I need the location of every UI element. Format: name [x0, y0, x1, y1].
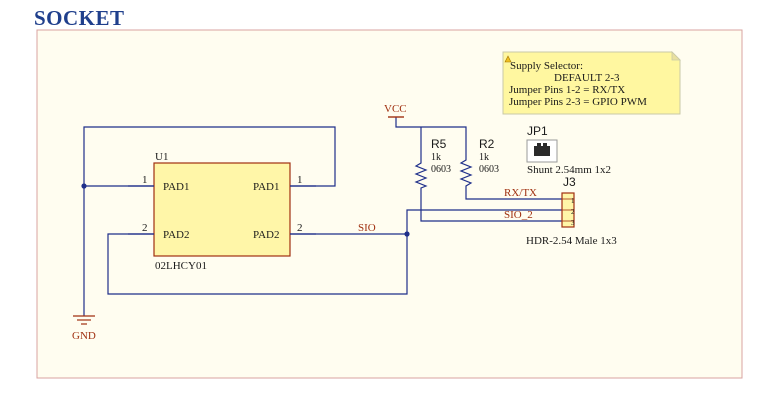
j3-pin-2: 2	[571, 208, 575, 216]
net-label-rxtx: RX/TX	[504, 187, 537, 199]
u1-pin-left-bottom-name: PAD2	[163, 229, 190, 241]
net-label-sio: SIO	[358, 222, 376, 234]
u1-pin-right-top-name: PAD1	[253, 181, 280, 193]
wire-pad1-loop	[83, 126, 336, 187]
u1-designator: U1	[155, 151, 168, 163]
supply-selector-note: Supply Selector: DEFAULT 2-3 Jumper Pins…	[502, 51, 681, 115]
sheet-title: SOCKET	[34, 6, 125, 30]
junction-left	[81, 183, 87, 189]
u1-pin-left-top-name: PAD1	[163, 181, 190, 193]
r5-designator: R5	[431, 137, 447, 151]
jp1-jumper[interactable]: JP1 Shunt 2.54mm 1x2	[526, 124, 611, 176]
u1-pin-left-top-number: 1	[142, 174, 148, 186]
wire-sio-to-j3	[406, 209, 562, 234]
j3-value: HDR-2.54 Male 1x3	[526, 235, 617, 247]
u1-pin-right-bottom-number: 2	[297, 222, 303, 234]
j3-pin-3: 3	[571, 219, 575, 227]
r2-designator: R2	[479, 137, 495, 151]
u1-pin-right-top-number: 1	[297, 174, 303, 186]
warning-icon	[504, 55, 512, 63]
u1-value: 02LHCY01	[155, 260, 207, 272]
note-line-gpio: Jumper Pins 2-3 = GPIO PWM	[509, 96, 647, 108]
u1-component[interactable]: U1 02LHCY01 1 2 1 2 PAD1 PAD2 PAD1 PAD2	[128, 151, 316, 272]
u1-pin-left-bottom-number: 2	[142, 222, 148, 234]
r5-resistor[interactable]: R5 1k 0603	[414, 137, 451, 190]
note-heading: Supply Selector:	[510, 60, 583, 72]
u1-pin-right-bottom-name: PAD2	[253, 229, 280, 241]
r2-resistor[interactable]: R2 1k 0603	[459, 137, 499, 190]
note-line-rxtx: Jumper Pins 1-2 = RX/TX	[509, 84, 625, 96]
j3-header[interactable]: J3 1 2 3 HDR-2.54 Male 1x3	[526, 175, 617, 247]
r2-value: 1k	[479, 152, 489, 163]
j3-pin-1: 1	[571, 197, 575, 205]
wire-r5-to-sio2	[420, 190, 562, 222]
wire-r2-to-rxtx	[465, 190, 562, 200]
wires	[83, 117, 562, 316]
resistor-icon	[414, 160, 428, 190]
gnd-symbol[interactable]: GND	[72, 315, 96, 342]
jp1-designator: JP1	[527, 124, 548, 138]
junction-sio	[404, 231, 410, 237]
j3-designator: J3	[563, 175, 576, 189]
wire-vcc	[395, 117, 467, 148]
jp1-value: Shunt 2.54mm 1x2	[527, 164, 611, 176]
vcc-label: VCC	[384, 103, 407, 115]
gnd-label: GND	[72, 330, 96, 342]
r5-value: 1k	[431, 152, 441, 163]
vcc-symbol[interactable]: VCC	[384, 103, 407, 118]
net-label-sio2: SIO_2	[504, 209, 533, 221]
r2-package: 0603	[479, 164, 499, 175]
wire-pad2-left	[107, 233, 408, 295]
resistor-icon	[459, 148, 473, 190]
r5-package: 0603	[431, 164, 451, 175]
note-line-default: DEFAULT 2-3	[554, 72, 620, 84]
